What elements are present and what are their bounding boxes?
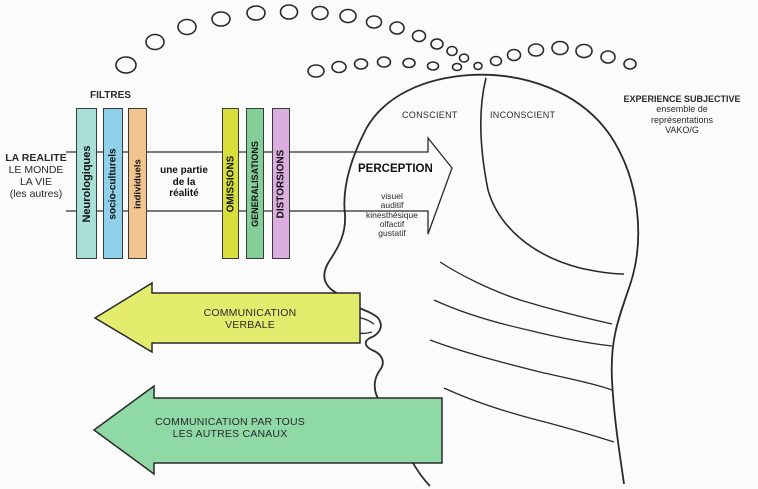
perception-arrow bbox=[290, 136, 453, 235]
channel-olfactif: olfactif bbox=[379, 219, 405, 230]
process-distorsions-label: DISTORSIONS bbox=[275, 149, 287, 218]
experience-line-1: EXPERIENCE SUBJECTIVE bbox=[623, 94, 741, 104]
verbal-arrow bbox=[93, 281, 361, 354]
reality-line-1: LA REALITE bbox=[5, 152, 67, 164]
experience-line-4: VAKO/G bbox=[665, 125, 699, 136]
nonverbal-line-2: LES AUTRES CANAUX bbox=[172, 428, 288, 440]
brain-divider bbox=[480, 77, 625, 275]
filters-title: FILTRES bbox=[90, 90, 131, 101]
reality-line-4: (les autres) bbox=[9, 188, 63, 201]
channel-visuel: visuel bbox=[381, 191, 403, 201]
experience-line-3: représentations bbox=[650, 114, 714, 125]
filter-socio-culturels: socio-culturels bbox=[103, 108, 123, 259]
filter-neurologiques: Neurologiques bbox=[76, 108, 97, 259]
process-omissions: OMISSIONS bbox=[222, 108, 239, 259]
filter-socio-culturels-label: socio-culturels bbox=[107, 147, 119, 220]
subjective-experience-label: EXPERIENCE SUBJECTIVE ensemble de représ… bbox=[612, 94, 752, 135]
neck-lines bbox=[429, 261, 615, 443]
process-generalisations-label: GENERALISATIONS bbox=[250, 140, 260, 227]
channel-auditif: auditif bbox=[380, 200, 404, 211]
channel-gustatif: gustatif bbox=[378, 228, 406, 239]
filter-neurologiques-label: Neurologiques bbox=[80, 144, 93, 223]
partial-reality-line-2: de la bbox=[172, 176, 196, 188]
thought-bubbles bbox=[115, 4, 637, 78]
flow-lines bbox=[66, 151, 272, 212]
verbal-line-2: VERBALE bbox=[225, 319, 275, 331]
partial-reality-line-3: réalité bbox=[169, 188, 199, 199]
nonverbal-arrow bbox=[92, 384, 443, 476]
perception-title: PERCEPTION bbox=[358, 163, 433, 175]
verbal-communication-label: COMMUNICATION VERBALE bbox=[150, 307, 350, 331]
nonverbal-communication-label: COMMUNICATION PAR TOUS LES AUTRES CANAUX bbox=[130, 416, 330, 440]
process-distorsions: DISTORSIONS bbox=[272, 108, 290, 259]
experience-line-2: ensemble de bbox=[656, 104, 708, 115]
nonverbal-line-1: COMMUNICATION PAR TOUS bbox=[154, 416, 306, 428]
reality-line-3: LA VIE bbox=[19, 176, 53, 189]
conscient-label: CONSCIENT bbox=[402, 110, 458, 120]
reality-label: LA REALITE LE MONDE LA VIE (les autres) bbox=[4, 152, 68, 200]
perception-channels: visuel auditif kinesthésique olfactif gu… bbox=[344, 191, 440, 239]
channel-kinesthesique: kinesthésique bbox=[366, 209, 418, 220]
reality-line-2: LE MONDE bbox=[8, 164, 64, 177]
filter-individuels: individuels bbox=[128, 108, 147, 259]
partial-reality-label: une partie de la réalité bbox=[148, 165, 220, 200]
process-omissions-label: OMISSIONS bbox=[225, 155, 236, 212]
filter-individuels-label: individuels bbox=[132, 158, 143, 209]
verbal-line-1: COMMUNICATION bbox=[203, 307, 297, 319]
process-generalisations: GENERALISATIONS bbox=[246, 108, 264, 259]
inconscient-label: INCONSCIENT bbox=[490, 110, 556, 120]
partial-reality-line-1: une partie bbox=[160, 165, 208, 176]
